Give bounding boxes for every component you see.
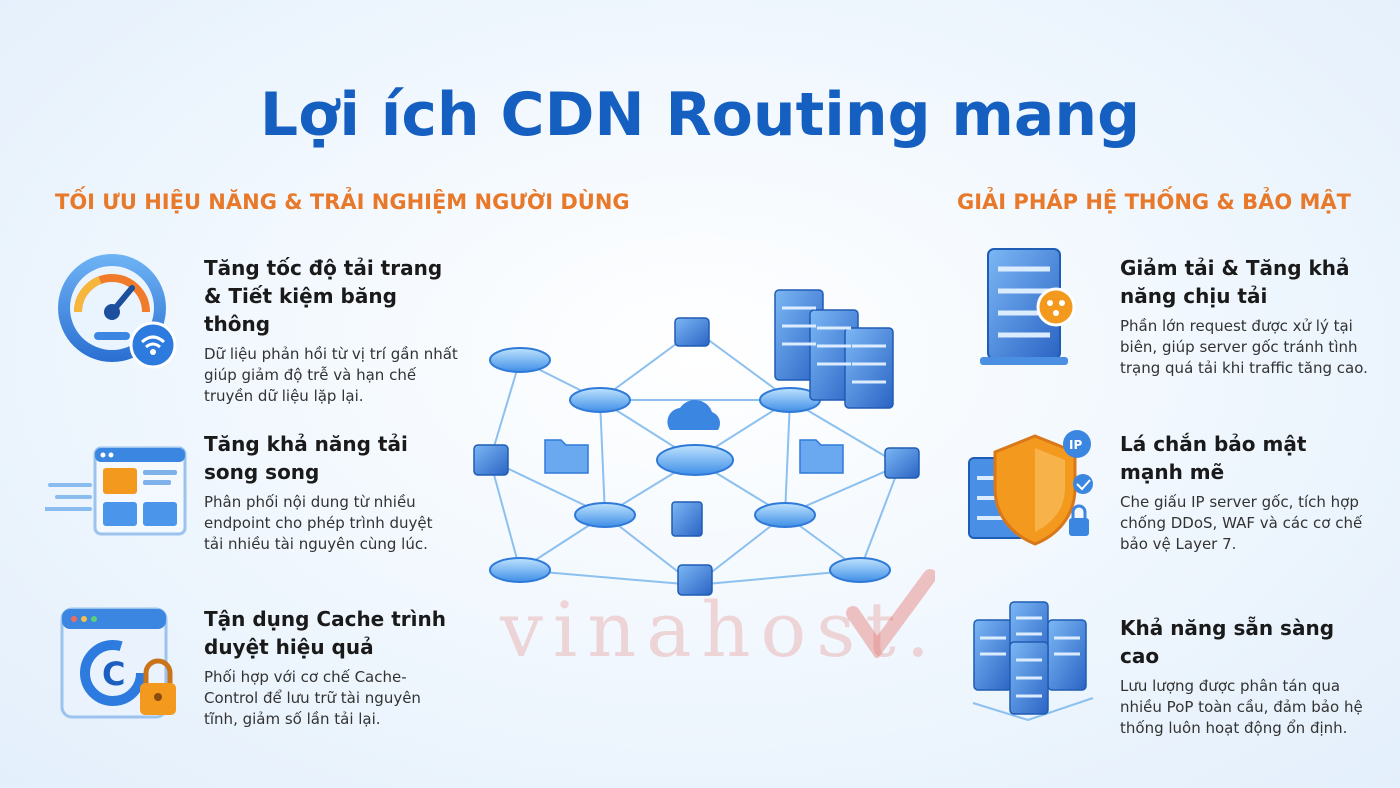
server-cluster-icon xyxy=(968,598,1098,728)
right-item-3: Khả năng sẵn sàng cao Lưu lượng được phâ… xyxy=(1120,614,1375,739)
page-title: Lợi ích CDN Routing mang xyxy=(259,80,1141,150)
watermark-text: vinahost. xyxy=(500,585,940,674)
right-item-2: Lá chắn bảo mật mạnh mẽ Che giấu IP serv… xyxy=(1120,430,1375,555)
edge-server-icons xyxy=(473,317,920,596)
server-load-icon xyxy=(968,245,1088,375)
svg-text:C: C xyxy=(102,655,125,693)
right-section-heading: GIẢI PHÁP HỆ THỐNG & BẢO MẬT xyxy=(957,190,1351,214)
right-item-1: Giảm tải & Tăng khả năng chịu tải Phần l… xyxy=(1120,254,1375,379)
item-description: Che giấu IP server gốc, tích hợp chống D… xyxy=(1120,493,1363,553)
cdn-network-diagram xyxy=(460,280,940,625)
watermark-check-icon xyxy=(845,568,937,663)
left-item-2: Tăng khả năng tải song song Phân phối nộ… xyxy=(204,430,454,555)
item-title: Tăng khả năng tải song song xyxy=(204,432,408,484)
pop-nodes xyxy=(489,347,891,583)
folder-icon xyxy=(544,439,589,474)
item-title: Tận dụng Cache trình duyệt hiệu quả xyxy=(204,607,446,659)
item-description: Lưu lượng được phân tán qua nhiều PoP to… xyxy=(1120,677,1363,737)
folder-icon xyxy=(799,439,844,474)
left-item-1: Tăng tốc độ tải trang & Tiết kiệm băng t… xyxy=(204,254,464,407)
cloud-icon xyxy=(667,399,721,430)
item-title: Khả năng sẵn sàng cao xyxy=(1120,616,1335,668)
item-description: Phân phối nội dung từ nhiều endpoint cho… xyxy=(204,493,433,553)
left-item-3: Tận dụng Cache trình duyệt hiệu quả Phối… xyxy=(204,605,454,730)
security-shield-icon: IP xyxy=(965,428,1100,558)
svg-text:IP: IP xyxy=(1069,438,1082,452)
item-description: Phối hợp với cơ chế Cache-Control để lưu… xyxy=(204,668,421,728)
item-description: Dữ liệu phản hồi từ vị trí gần nhất giúp… xyxy=(204,345,458,405)
cache-lock-icon: C xyxy=(58,605,188,730)
left-section-heading: TỐI ƯU HIỆU NĂNG & TRẢI NGHIỆM NGƯỜI DÙN… xyxy=(55,190,630,214)
speedometer-wifi-icon xyxy=(50,250,180,375)
browser-window-icon xyxy=(43,440,190,545)
item-title: Tăng tốc độ tải trang & Tiết kiệm băng t… xyxy=(204,256,443,336)
item-title: Giảm tải & Tăng khả năng chịu tải xyxy=(1120,256,1350,308)
item-title: Lá chắn bảo mật mạnh mẽ xyxy=(1120,432,1307,484)
server-rack-group xyxy=(774,289,894,409)
item-description: Phần lớn request được xử lý tại biên, gi… xyxy=(1120,317,1368,377)
